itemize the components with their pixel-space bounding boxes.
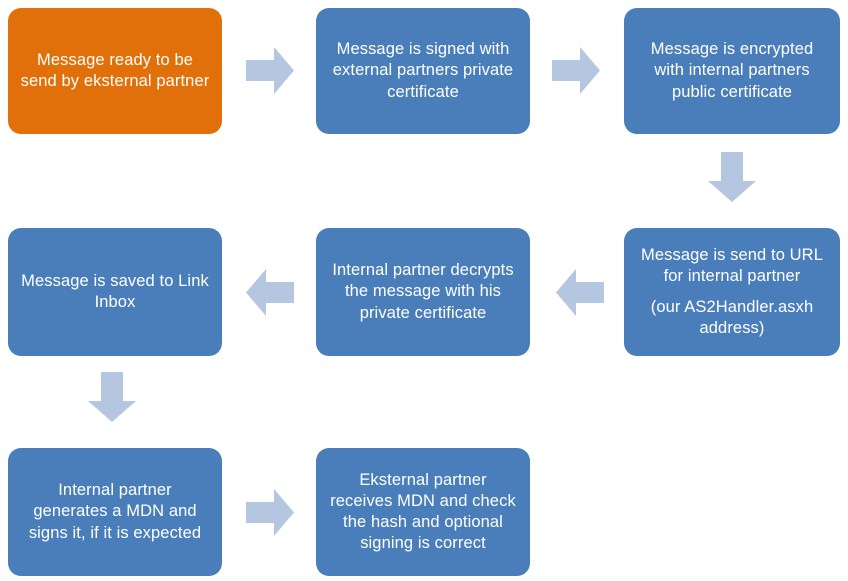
message-sent-to-url-node[interactable]: Message is send to URL for internal part… <box>624 228 840 356</box>
arrow-right-mdn-to-receives <box>246 489 294 536</box>
message-encrypted-node[interactable]: Message is encrypted with internal partn… <box>624 8 840 134</box>
arrow-down-inbox-to-mdn <box>88 372 136 422</box>
node-text: Message is encrypted with internal partn… <box>650 40 814 101</box>
node-text: Internal partner generates a MDN and sig… <box>28 481 202 542</box>
internal-partner-decrypts-node[interactable]: Internal partner decrypts the message wi… <box>316 228 530 356</box>
arrow-left-decrypts-to-inbox <box>246 269 294 316</box>
node-text: Internal partner decrypts the message wi… <box>332 261 514 322</box>
eksternal-partner-receives-mdn-node[interactable]: Eksternal partner receives MDN and check… <box>316 448 530 576</box>
message-ready-node[interactable]: Message ready to be send by eksternal pa… <box>8 8 222 134</box>
node-text: Message ready to be send by eksternal pa… <box>20 50 210 90</box>
message-signed-node[interactable]: Message is signed with external partners… <box>316 8 530 134</box>
arrow-down-encrypted-to-url <box>708 152 756 202</box>
node-text-line-2: (our AS2Handler.asxh address) <box>650 297 814 337</box>
internal-partner-generates-mdn-node[interactable]: Internal partner generates a MDN and sig… <box>8 448 222 576</box>
node-text: Message is saved to Link Inbox <box>21 271 209 311</box>
node-text: Eksternal partner receives MDN and check… <box>330 470 516 553</box>
arrow-left-url-to-decrypts <box>556 269 604 316</box>
node-text: Message is signed with external partners… <box>332 40 514 101</box>
arrow-right-ready-to-signed <box>246 47 294 94</box>
message-saved-link-inbox-node[interactable]: Message is saved to Link Inbox <box>8 228 222 356</box>
node-text-line-1: Message is send to URL for internal part… <box>641 246 823 286</box>
arrow-right-signed-to-encrypted <box>552 47 600 94</box>
